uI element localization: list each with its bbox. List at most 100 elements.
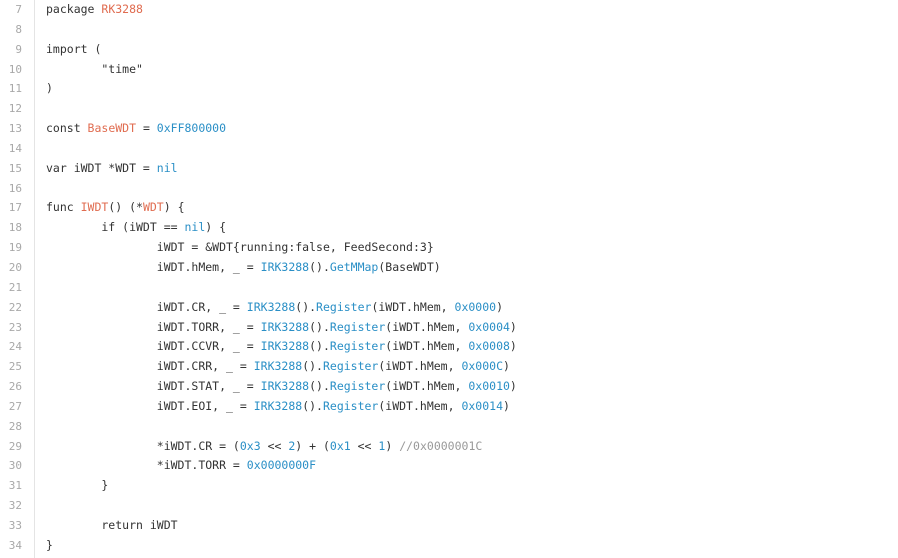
line-number: 26 bbox=[8, 380, 22, 394]
code-token: 0x1 bbox=[329, 438, 351, 453]
code-line[interactable]: 28 bbox=[0, 417, 898, 437]
line-number: 30 bbox=[8, 459, 22, 473]
code-token: (iWDT.hMem, bbox=[378, 359, 462, 374]
line-number: 17 bbox=[8, 201, 22, 215]
code-line[interactable]: 19 iWDT = &WDT{running:false, FeedSecond… bbox=[0, 238, 898, 258]
code-token: ) bbox=[503, 398, 510, 413]
code-text: iWDT.TORR, _ = IRK3288().Register(iWDT.h… bbox=[46, 318, 517, 338]
code-line[interactable]: 20 iWDT.hMem, _ = IRK3288().GetMMap(Base… bbox=[0, 258, 898, 278]
code-token: Register bbox=[316, 299, 372, 314]
code-token: 0x3 bbox=[239, 438, 261, 453]
line-number: 11 bbox=[8, 82, 22, 96]
code-token: ) bbox=[509, 339, 517, 354]
code-line[interactable]: 27 iWDT.EOI, _ = IRK3288().Register(iWDT… bbox=[0, 397, 898, 417]
code-token: ) bbox=[509, 379, 517, 394]
code-token: (). bbox=[309, 259, 330, 274]
code-line[interactable]: 30 *iWDT.TORR = 0x0000000F bbox=[0, 456, 898, 476]
code-line[interactable]: 29 *iWDT.CR = (0x3 << 2) + (0x1 << 1) //… bbox=[0, 437, 898, 457]
code-token: GetMMap bbox=[329, 259, 379, 274]
code-line[interactable]: 18 if (iWDT == nil) { bbox=[0, 218, 898, 238]
code-line[interactable]: 14 bbox=[0, 139, 898, 159]
line-number: 28 bbox=[8, 419, 22, 433]
code-token: iWDT.hMem, _ = bbox=[46, 259, 261, 274]
code-token: BaseWDT bbox=[87, 121, 137, 136]
code-line[interactable]: 21 bbox=[0, 278, 898, 298]
code-token: ) bbox=[496, 299, 504, 314]
line-number: 23 bbox=[8, 320, 22, 334]
code-token: 0x0008 bbox=[468, 339, 510, 354]
code-token: iWDT.CRR, _ = bbox=[46, 359, 254, 374]
code-line[interactable]: 16 bbox=[0, 179, 898, 199]
code-line[interactable]: 10 "time" bbox=[0, 60, 898, 80]
code-token: (iWDT.hMem, bbox=[371, 299, 455, 314]
code-token: RK3288 bbox=[101, 2, 143, 16]
code-token: } bbox=[426, 240, 434, 255]
code-token: ) bbox=[385, 438, 400, 453]
code-token: ) bbox=[46, 81, 53, 96]
code-line[interactable]: 7 package RK3288 bbox=[0, 0, 898, 20]
code-text: iWDT.EOI, _ = IRK3288().Register(iWDT.hM… bbox=[46, 397, 510, 417]
code-token: IWDT bbox=[80, 200, 109, 215]
code-token: IRK3288 bbox=[246, 299, 296, 314]
code-line[interactable]: 32 bbox=[0, 496, 898, 516]
code-token: return iWDT bbox=[46, 517, 178, 532]
code-line[interactable]: 33 return iWDT bbox=[0, 516, 898, 536]
code-token: ) { bbox=[205, 220, 227, 235]
code-text: } bbox=[46, 536, 53, 556]
code-text: func IWDT() (*WDT) { bbox=[46, 198, 185, 218]
code-line[interactable]: 12 bbox=[0, 99, 898, 119]
code-line[interactable]: 11) bbox=[0, 79, 898, 99]
line-number-gutter bbox=[0, 0, 35, 558]
code-line[interactable]: 8 bbox=[0, 20, 898, 40]
line-number: 9 bbox=[15, 42, 22, 56]
code-line[interactable]: 31 } bbox=[0, 476, 898, 496]
code-token: nil bbox=[184, 220, 206, 235]
code-line[interactable]: 26 iWDT.STAT, _ = IRK3288().Register(iWD… bbox=[0, 377, 898, 397]
code-text: return iWDT bbox=[46, 516, 178, 536]
code-token: (). bbox=[309, 379, 330, 394]
code-token: (iWDT.hMem, bbox=[378, 398, 462, 413]
code-text: package RK3288 bbox=[46, 0, 143, 20]
code-line[interactable]: 34} bbox=[0, 536, 898, 556]
code-line[interactable]: 17 func IWDT() (*WDT) { bbox=[0, 198, 898, 218]
line-number: 27 bbox=[8, 399, 22, 413]
line-number: 29 bbox=[8, 439, 22, 453]
code-text: iWDT.hMem, _ = IRK3288().GetMMap(BaseWDT… bbox=[46, 258, 441, 278]
line-number: 33 bbox=[8, 518, 22, 532]
code-line[interactable]: 25 iWDT.CRR, _ = IRK3288().Register(iWDT… bbox=[0, 357, 898, 377]
code-token: Register bbox=[329, 339, 386, 354]
code-token: iWDT.CCVR, _ = bbox=[46, 339, 261, 354]
code-text: ) bbox=[46, 79, 53, 99]
line-number: 20 bbox=[8, 260, 22, 274]
line-number: 7 bbox=[15, 3, 22, 16]
code-token: Register bbox=[329, 319, 386, 334]
code-token: IRK3288 bbox=[260, 259, 310, 274]
code-text: } bbox=[46, 476, 108, 496]
line-number: 14 bbox=[8, 141, 22, 155]
code-token: 0x0000 bbox=[454, 299, 497, 314]
code-token: iWDT.EOI, _ = bbox=[46, 398, 254, 413]
code-token: () (* bbox=[108, 200, 143, 215]
code-token: , FeedSecond: bbox=[329, 240, 420, 255]
code-line[interactable]: 24 iWDT.CCVR, _ = IRK3288().Register(iWD… bbox=[0, 337, 898, 357]
code-line[interactable]: 23 iWDT.TORR, _ = IRK3288().Register(iWD… bbox=[0, 318, 898, 338]
code-line[interactable]: 22 iWDT.CR, _ = IRK3288().Register(iWDT.… bbox=[0, 298, 898, 318]
code-token: var iWDT *WDT = bbox=[46, 160, 157, 175]
line-number: 13 bbox=[8, 122, 22, 136]
code-token: nil bbox=[156, 160, 178, 175]
code-token: Register bbox=[322, 359, 379, 374]
code-token: (). bbox=[309, 339, 330, 354]
line-number: 31 bbox=[8, 479, 22, 493]
code-token: *iWDT.CR = ( bbox=[46, 438, 240, 453]
code-token: iWDT.STAT, _ = bbox=[46, 379, 261, 394]
line-number: 15 bbox=[8, 161, 22, 175]
code-line[interactable]: 15 var iWDT *WDT = nil bbox=[0, 159, 898, 179]
line-number: 19 bbox=[8, 241, 22, 255]
code-token: 1 bbox=[378, 438, 386, 453]
code-token: ) { bbox=[163, 200, 185, 215]
code-token: Register bbox=[322, 398, 379, 413]
